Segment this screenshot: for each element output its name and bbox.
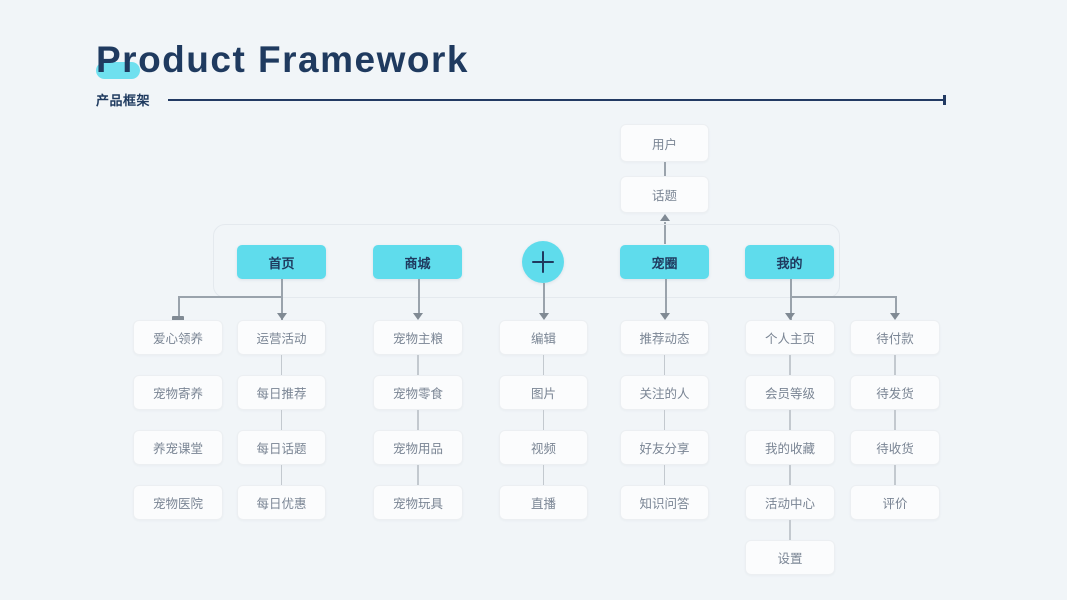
subtitle-row: 产品框架 xyxy=(96,90,947,109)
connector-vertical xyxy=(789,520,791,540)
arrow-down-flat-icon xyxy=(172,316,184,321)
leaf-node[interactable]: 宠物主粮 xyxy=(373,320,463,355)
leaf-node[interactable]: 好友分享 xyxy=(620,430,709,465)
connector-home-down xyxy=(281,279,283,320)
arrow-down-icon xyxy=(785,313,795,320)
connector-petcircle-down xyxy=(665,279,667,313)
leaf-node[interactable]: 直播 xyxy=(499,485,588,520)
nav-container xyxy=(213,224,840,298)
arrow-down-icon xyxy=(660,313,670,320)
connector-vertical xyxy=(417,355,419,375)
arrow-down-icon xyxy=(539,313,549,320)
connector-petcircle-topic xyxy=(664,222,666,244)
leaf-node[interactable]: 每日推荐 xyxy=(237,375,326,410)
nav-item-home[interactable]: 首页 xyxy=(237,245,326,279)
leaf-node[interactable]: 宠物寄养 xyxy=(133,375,223,410)
leaf-node[interactable]: 宠物零食 xyxy=(373,375,463,410)
leaf-node[interactable]: 我的收藏 xyxy=(745,430,835,465)
leaf-node[interactable]: 待发货 xyxy=(850,375,940,410)
nav-item-petcircle[interactable]: 宠圈 xyxy=(620,245,709,279)
connector-vertical xyxy=(280,465,283,485)
leaf-node[interactable]: 爱心领养 xyxy=(133,320,223,355)
connector-vertical xyxy=(280,410,283,430)
connector-mall-down xyxy=(418,279,420,313)
leaf-node[interactable]: 知识问答 xyxy=(620,485,709,520)
leaf-node[interactable]: 宠物医院 xyxy=(133,485,223,520)
connector-vertical xyxy=(542,355,545,375)
leaf-node[interactable]: 每日话题 xyxy=(237,430,326,465)
connector-vertical xyxy=(280,355,283,375)
leaf-node[interactable]: 养宠课堂 xyxy=(133,430,223,465)
connector-add-down xyxy=(543,283,545,313)
connector-home-to-col1 xyxy=(178,296,180,316)
nav-item-mall[interactable]: 商城 xyxy=(373,245,462,279)
leaf-node[interactable]: 每日优惠 xyxy=(237,485,326,520)
page-title-group: Product Framework xyxy=(96,38,469,82)
page-title: Product Framework xyxy=(96,39,469,80)
arrow-down-icon xyxy=(277,313,287,320)
leaf-node[interactable]: 会员等级 xyxy=(745,375,835,410)
leaf-node[interactable]: 推荐动态 xyxy=(620,320,709,355)
connector-user-topic xyxy=(664,162,666,176)
connector-vertical xyxy=(542,410,545,430)
leaf-node[interactable]: 设置 xyxy=(745,540,835,575)
header-divider-line xyxy=(168,94,947,105)
connector-mine-to-col7 xyxy=(895,296,897,313)
leaf-node[interactable]: 编辑 xyxy=(499,320,588,355)
leaf-node[interactable]: 宠物玩具 xyxy=(373,485,463,520)
leaf-node[interactable]: 宠物用品 xyxy=(373,430,463,465)
leaf-node[interactable]: 视频 xyxy=(499,430,588,465)
page-subtitle: 产品框架 xyxy=(96,93,151,108)
leaf-node[interactable]: 待付款 xyxy=(850,320,940,355)
node-user[interactable]: 用户 xyxy=(620,124,709,162)
connector-vertical xyxy=(789,465,791,485)
connector-vertical xyxy=(894,355,896,375)
connector-mine-down xyxy=(790,279,792,320)
connector-vertical xyxy=(663,465,666,485)
connector-mine-branch xyxy=(790,296,896,298)
leaf-node[interactable]: 运营活动 xyxy=(237,320,326,355)
plus-icon-vertical xyxy=(542,251,544,273)
arrow-down-icon xyxy=(413,313,423,320)
connector-vertical xyxy=(663,355,666,375)
leaf-node[interactable]: 图片 xyxy=(499,375,588,410)
connector-vertical xyxy=(417,410,419,430)
connector-vertical xyxy=(417,465,419,485)
connector-home-branch xyxy=(178,296,282,298)
arrow-up-icon xyxy=(660,214,670,221)
leaf-node[interactable]: 关注的人 xyxy=(620,375,709,410)
connector-vertical xyxy=(894,410,896,430)
arrow-down-icon xyxy=(890,313,900,320)
leaf-node[interactable]: 待收货 xyxy=(850,430,940,465)
nav-item-add[interactable] xyxy=(522,241,564,283)
leaf-node[interactable]: 活动中心 xyxy=(745,485,835,520)
title-accent-pill xyxy=(96,62,140,79)
node-topic[interactable]: 话题 xyxy=(620,176,709,213)
nav-item-mine[interactable]: 我的 xyxy=(745,245,834,279)
leaf-node[interactable]: 个人主页 xyxy=(745,320,835,355)
connector-vertical xyxy=(663,410,666,430)
connector-vertical xyxy=(789,355,791,375)
connector-vertical xyxy=(542,465,545,485)
connector-vertical xyxy=(789,410,791,430)
leaf-node[interactable]: 评价 xyxy=(850,485,940,520)
connector-vertical xyxy=(894,465,896,485)
